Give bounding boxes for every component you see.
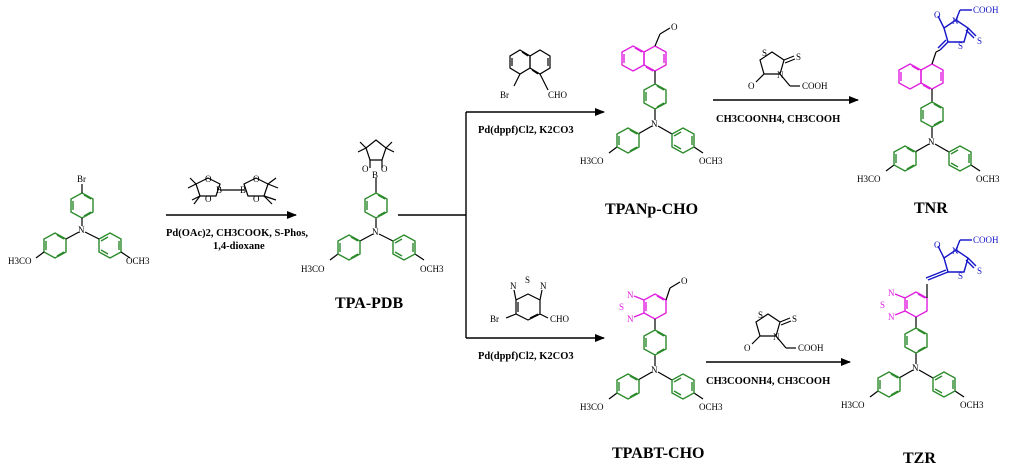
b2pin2-o1: O: [205, 174, 212, 184]
reagent-b2pin2: [187, 177, 279, 205]
naph-bromide-cho: CHO: [548, 90, 568, 100]
rhodanine-top-cooh: COOH: [802, 81, 828, 91]
tpabt-cho-bt-n2: N: [627, 314, 634, 324]
tzr-ome-right: OCH3: [960, 400, 984, 410]
tnr-n-label: N: [928, 137, 935, 147]
compound-name-tpanp-cho: TPANp-CHO: [605, 201, 698, 218]
tzr-n-ring: N: [952, 246, 959, 256]
compound-tpanp-cho: O N H3CO OCH3: [580, 22, 723, 166]
compound-start: Br N H3CO OCH3: [8, 174, 150, 266]
reagent-rhodanine-bottom: [751, 313, 796, 349]
tnr-n-ring: N: [952, 16, 959, 26]
start-ome-right: OCH3: [126, 256, 150, 266]
condition-step2-top: Pd(dppf)Cl2, K2CO3: [478, 125, 574, 136]
compound-tzr: O N COOH S S N S N N H3CO OCH3: [841, 235, 999, 410]
start-br-label: Br: [77, 174, 86, 184]
bt-bromide-n2: N: [540, 281, 547, 291]
tzr-bt-n2: N: [888, 312, 895, 322]
b2pin2-b1: B: [216, 185, 222, 195]
condition-step2-bottom: Pd(dppf)Cl2, K2CO3: [478, 351, 574, 362]
start-ome-left: H3CO: [8, 256, 32, 266]
compound-name-tpabt-cho: TPABT-CHO: [612, 445, 704, 462]
condition-step3-bottom: CH3COONH4, CH3COOH: [706, 376, 830, 387]
tpabt-cho-o-label: O: [681, 276, 688, 286]
rhodanine-top-n: N: [777, 70, 784, 80]
reagent-b2pin2-atoms: B B O O O O: [205, 174, 260, 204]
branch-connector: [398, 112, 467, 338]
compound-name-tnr: TNR: [914, 200, 948, 217]
b2pin2-o4: O: [253, 194, 260, 204]
reagent-bt-bromide: [505, 289, 549, 321]
tpa-pdb-n-label: N: [372, 227, 379, 237]
tpabt-cho-n-label: N: [651, 365, 658, 375]
start-n-label: N: [78, 225, 85, 235]
tpa-pdb-o2-label: O: [381, 164, 388, 174]
compound-tnr: O N COOH S S N H3CO OCH3: [857, 5, 1000, 184]
bt-bromide-n1: N: [510, 281, 517, 291]
tpanp-cho-n-label: N: [651, 119, 658, 129]
compound-name-tpa-pdb: TPA-PDB: [335, 295, 403, 312]
b2pin2-o2: O: [205, 194, 212, 204]
tzr-n-label: N: [912, 363, 919, 373]
bt-bromide-br: Br: [490, 314, 499, 324]
tzr-bt-n1: N: [888, 288, 895, 298]
tzr-s1: S: [958, 271, 963, 281]
rhodanine-top-s2: S: [796, 52, 801, 62]
compound-name-tzr: TZR: [903, 450, 936, 467]
tpanp-cho-ome-left: H3CO: [580, 156, 604, 166]
rhodanine-bottom-s2: S: [792, 314, 797, 324]
tpabt-cho-bt-n1: N: [627, 290, 634, 300]
condition-step1-line1: Pd(OAc)2, CH3COOK, S-Phos,: [166, 228, 308, 239]
compound-tpabt-cho: O N S N N H3CO OCH3: [580, 276, 723, 412]
tpabt-cho-ome-right: OCH3: [699, 402, 723, 412]
rhodanine-bottom-o: O: [744, 343, 751, 353]
tzr-s2: S: [977, 266, 982, 276]
tzr-o-label: O: [934, 240, 941, 250]
bt-bromide-s: S: [525, 275, 530, 285]
b2pin2-o3: O: [253, 174, 260, 184]
tnr-ome-right: OCH3: [976, 174, 1000, 184]
tzr-cooh: COOH: [973, 235, 999, 245]
tpabt-cho-ome-left: H3CO: [580, 402, 604, 412]
tpa-pdb-ome-right: OCH3: [420, 264, 444, 274]
tzr-bt-s: S: [880, 300, 885, 310]
tzr-ome-left: H3CO: [841, 400, 865, 410]
condition-step1-line2: 1,4-dioxane: [213, 241, 265, 252]
tnr-ome-left: H3CO: [857, 174, 881, 184]
rhodanine-bottom-s1: S: [758, 310, 763, 320]
tnr-o-label: O: [934, 10, 941, 20]
rhodanine-bottom-n: N: [773, 332, 780, 342]
tpanp-cho-ome-right: OCH3: [699, 156, 723, 166]
bt-bromide-cho: CHO: [550, 314, 570, 324]
tpa-pdb-b-label: B: [372, 170, 378, 180]
b2pin2-b2: B: [240, 185, 246, 195]
reagent-rhodanine-top: [755, 51, 800, 87]
tpanp-cho-o-label: O: [671, 22, 678, 32]
tnr-s2: S: [977, 36, 982, 46]
rhodanine-bottom-cooh: COOH: [798, 343, 824, 353]
reagent-naphthyl-bromide: [509, 49, 551, 91]
rhodanine-top-s1: S: [762, 48, 767, 58]
condition-step3-top: CH3COONH4, CH3COOH: [716, 114, 840, 125]
tpabt-cho-bt-s: S: [619, 302, 624, 312]
tpa-pdb-o1-label: O: [362, 164, 369, 174]
tnr-cooh: COOH: [973, 5, 999, 15]
naph-bromide-br: Br: [500, 90, 509, 100]
tnr-s1: S: [958, 41, 963, 51]
compound-tpa-pdb: B O O N H3CO OCH3: [301, 139, 444, 274]
tpa-pdb-ome-left: H3CO: [301, 264, 325, 274]
rhodanine-top-o: O: [748, 81, 755, 91]
